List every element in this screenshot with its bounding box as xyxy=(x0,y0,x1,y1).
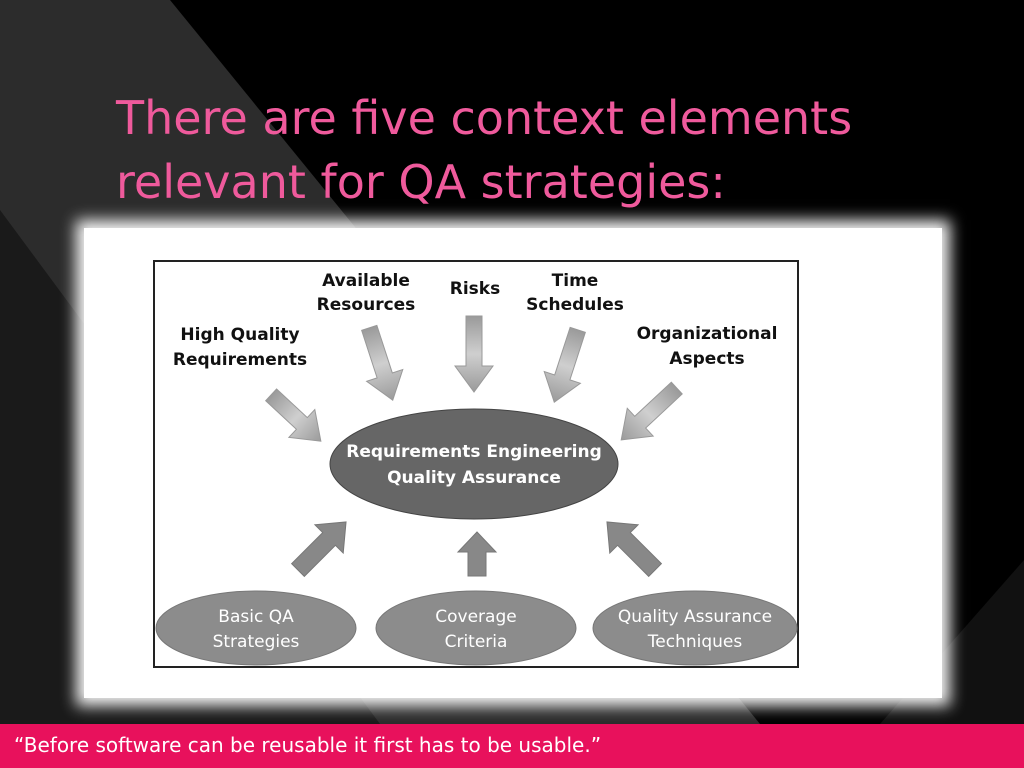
output-ellipse-basic-qa xyxy=(155,590,357,666)
output-label-qa-techniques-2: Techniques xyxy=(647,632,743,652)
center-line-1: Requirements Engineering xyxy=(346,442,602,462)
footer-quote: “Before software can be reusable it firs… xyxy=(14,733,602,757)
arrow-time-schedules xyxy=(543,326,586,403)
center-ellipse xyxy=(329,408,619,520)
arrow-organizational xyxy=(620,381,683,441)
input-label-resources-1: Available xyxy=(322,271,410,291)
center-line-2: Quality Assurance xyxy=(387,468,561,488)
output-label-coverage-1: Coverage xyxy=(435,607,516,627)
qa-context-diagram: Requirements Engineering Quality Assuran… xyxy=(153,260,799,668)
input-label-high-quality-1: High Quality xyxy=(180,325,299,345)
input-label-organizational-2: Aspects xyxy=(669,349,744,369)
arrow-high-quality xyxy=(264,388,322,442)
input-label-time-2: Schedules xyxy=(526,295,624,315)
input-label-time-1: Time xyxy=(552,271,599,291)
arrow-qa-techniques xyxy=(606,521,663,578)
output-label-qa-techniques-1: Quality Assurance xyxy=(618,607,772,627)
input-label-organizational-1: Organizational xyxy=(637,324,778,344)
output-label-basic-qa-2: Strategies xyxy=(213,632,300,652)
output-ellipse-qa-techniques xyxy=(592,590,798,666)
output-label-coverage-2: Criteria xyxy=(445,632,508,652)
input-label-resources-2: Resources xyxy=(317,295,416,315)
title-line-2: relevant for QA strategies: xyxy=(116,155,726,209)
quote-bar: “Before software can be reusable it firs… xyxy=(0,724,1024,768)
title-line-1: There are five context elements xyxy=(116,91,853,145)
arrow-basic-qa xyxy=(290,521,347,578)
diagram-panel: Requirements Engineering Quality Assuran… xyxy=(84,228,942,698)
output-label-basic-qa-1: Basic QA xyxy=(218,607,294,627)
output-ellipse-coverage xyxy=(375,590,577,666)
input-label-high-quality-2: Requirements xyxy=(173,350,307,370)
slide-title: There are five context elements relevant… xyxy=(116,86,996,214)
arrow-coverage xyxy=(456,531,498,577)
input-label-risks: Risks xyxy=(450,279,500,299)
arrow-risks xyxy=(454,315,494,393)
arrow-available-resources xyxy=(361,324,404,401)
